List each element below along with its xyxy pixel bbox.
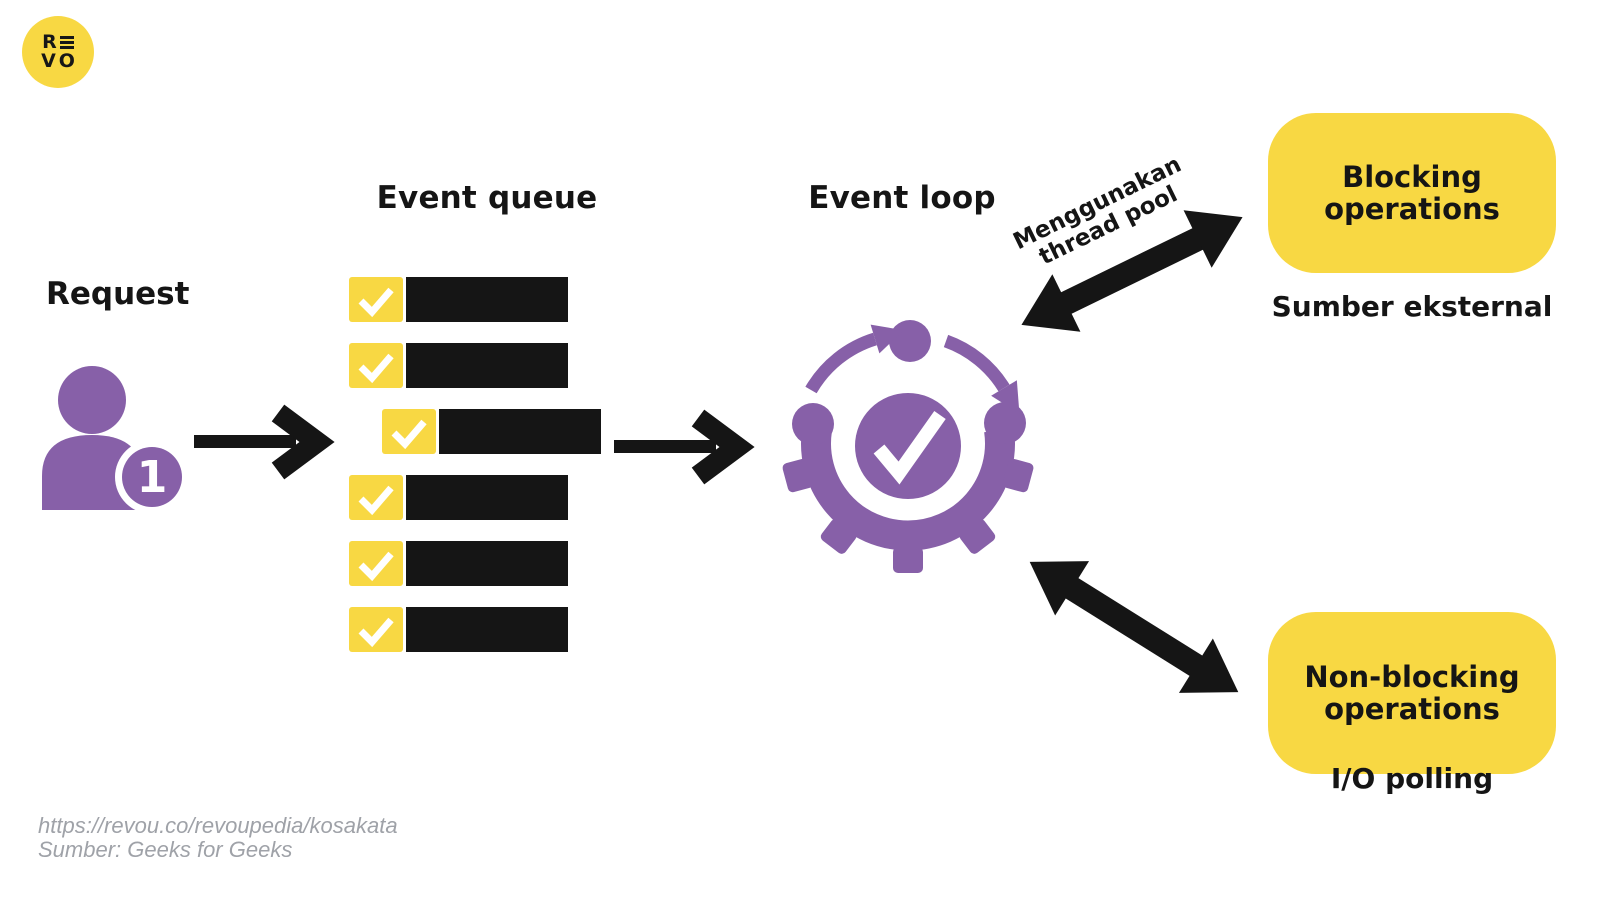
queue-task-bar	[406, 607, 568, 652]
nonblocking-caption: I/O polling	[1330, 762, 1494, 795]
queue-item	[349, 343, 601, 388]
event-loop-gear-icon	[782, 320, 1034, 573]
logo-row-bottom: V O	[41, 50, 75, 72]
queue-item	[349, 607, 601, 652]
check-icon	[349, 475, 403, 520]
checkmark-icon	[873, 410, 946, 485]
queue-task-bar	[406, 277, 568, 322]
queue-task-bar	[406, 541, 568, 586]
event-loop-title: Event loop	[808, 180, 996, 216]
queue-item	[382, 409, 601, 454]
check-icon	[349, 343, 403, 388]
footer-url: https://revou.co/revoupedia/kosakata	[38, 813, 398, 838]
person-icon: 1	[42, 366, 189, 514]
logo-letter-r: R	[42, 31, 57, 53]
loop-nonblocking-double-arrow-icon	[1029, 561, 1239, 693]
check-icon	[349, 541, 403, 586]
event-queue-rows	[349, 277, 601, 673]
logo-letter-v: V	[41, 50, 56, 72]
event-queue-title: Event queue	[376, 180, 598, 216]
blocking-operations-box: Blocking operations	[1268, 113, 1556, 273]
nonblocking-operations-box: Non-blocking operations	[1268, 612, 1556, 774]
queue-item	[349, 277, 601, 322]
check-icon	[382, 409, 436, 454]
queue-task-bar	[406, 475, 568, 520]
queue-to-loop-arrow-icon	[614, 409, 755, 485]
queue-task-bar	[406, 343, 568, 388]
check-icon	[349, 607, 403, 652]
queue-item	[349, 541, 601, 586]
request-to-queue-arrow-icon	[194, 404, 335, 480]
check-icon	[349, 277, 403, 322]
footer: https://revou.co/revoupedia/kosakata Sum…	[38, 813, 398, 863]
blocking-caption: Sumber eksternal	[1271, 290, 1553, 323]
revou-logo: R V O	[22, 16, 94, 88]
request-label: Request	[46, 276, 190, 312]
logo-row-top: R	[42, 31, 74, 53]
request-count-badge: 1	[137, 452, 168, 503]
logo-letter-o: O	[58, 50, 75, 72]
queue-task-bar	[439, 409, 601, 454]
loop-blocking-double-arrow-icon	[1021, 210, 1243, 332]
footer-source: Sumber: Geeks for Geeks	[38, 837, 293, 863]
queue-item	[349, 475, 601, 520]
logo-e-bars-icon	[59, 36, 74, 49]
